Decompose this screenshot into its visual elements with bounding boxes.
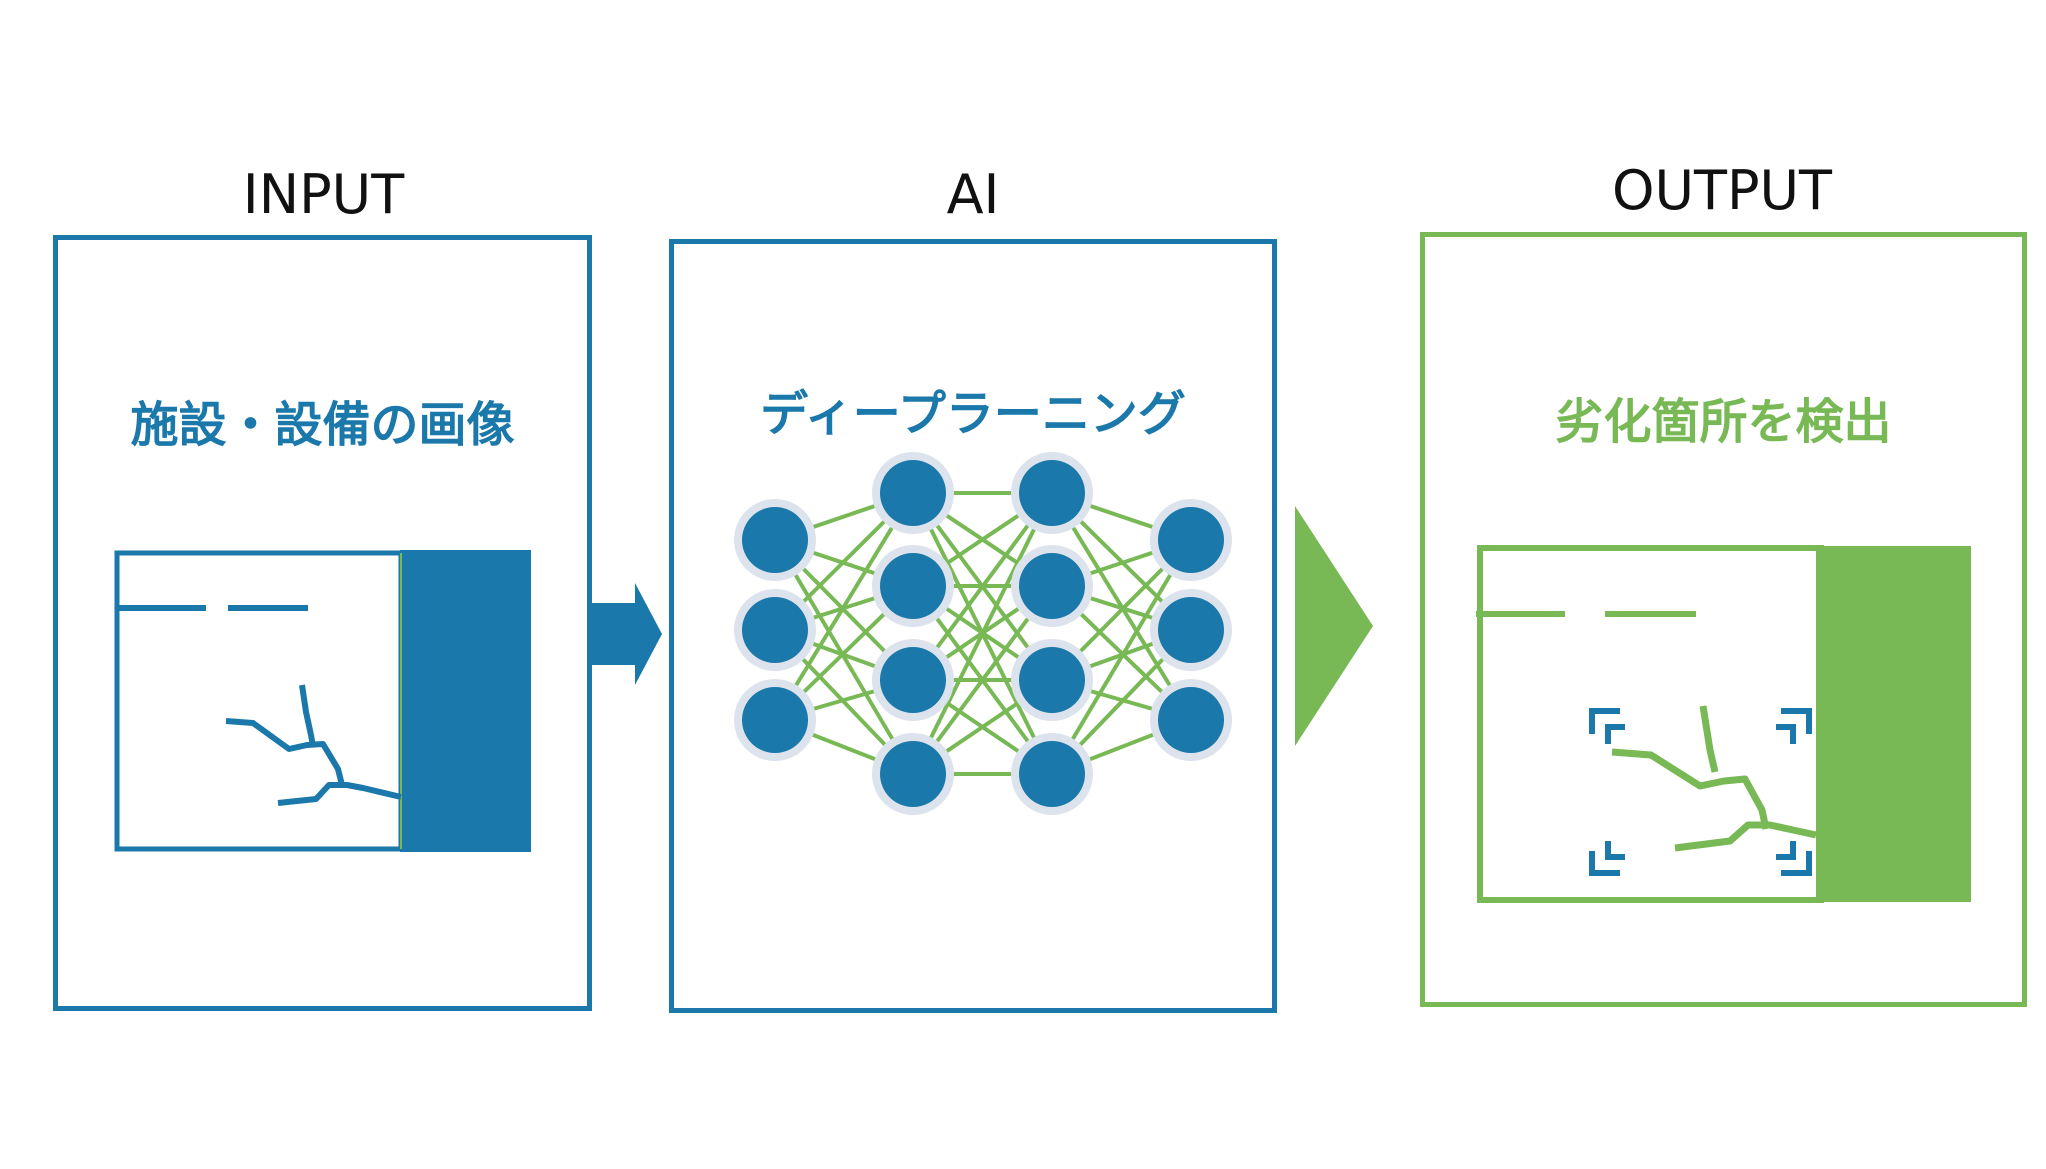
ai-heading: AI xyxy=(946,163,1000,226)
ai-panel: ディープラーニング xyxy=(669,239,1277,1013)
output-heading: OUTPUT xyxy=(1611,159,1833,222)
arrow-ai-to-output xyxy=(1295,506,1373,746)
ai-panel-title: ディープラーニング xyxy=(760,386,1186,442)
input-panel-title: 施設・設備の画像 xyxy=(130,397,515,453)
output-panel-title: 劣化箇所を検出 xyxy=(1555,394,1892,450)
output-panel: 劣化箇所を検出 xyxy=(1420,232,2027,1007)
input-panel: 施設・設備の画像 xyxy=(53,235,592,1011)
input-heading: INPUT xyxy=(242,163,405,226)
arrow-input-to-ai xyxy=(590,583,662,685)
